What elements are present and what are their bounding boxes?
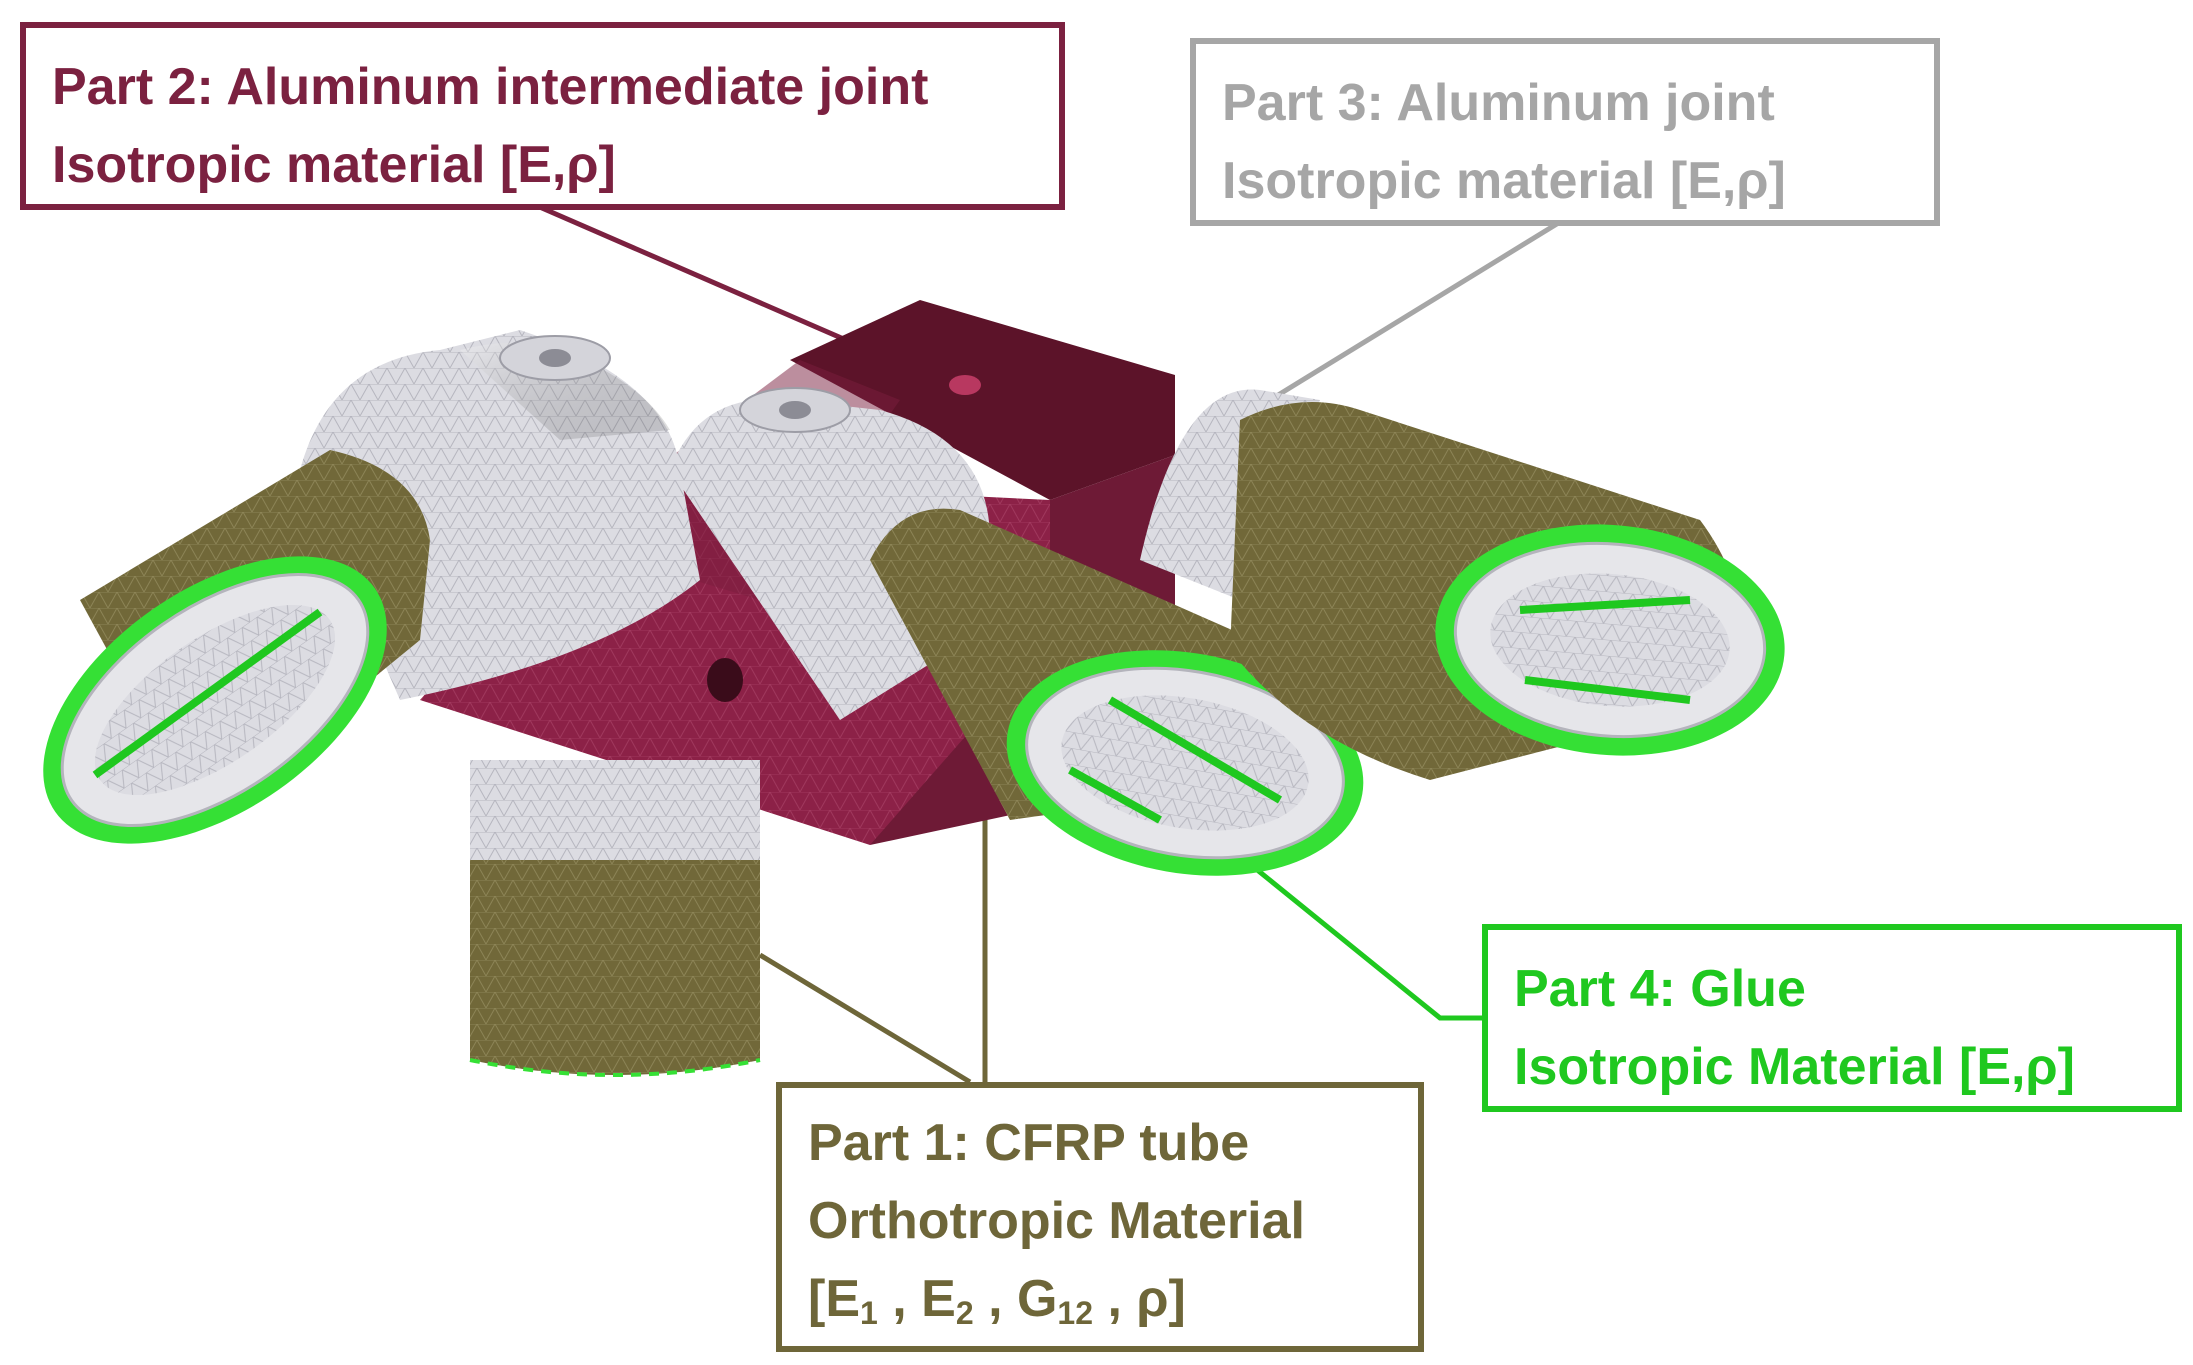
middle-tube	[670, 387, 1364, 876]
callout-part2: Part 2: Aluminum intermediate joint Isot…	[20, 22, 1065, 210]
callout-part4: Part 4: Glue Isotropic Material [E,ρ]	[1482, 924, 2182, 1112]
callout-part4-material: Isotropic Material [E,ρ]	[1514, 1038, 2075, 1096]
callout-part2-material: Isotropic material [E,ρ]	[52, 136, 616, 194]
callout-part3-material: Isotropic material [E,ρ]	[1222, 152, 1786, 210]
callout-part4-title: Part 4: Glue	[1514, 960, 1806, 1018]
leader-line-part4	[1243, 858, 1482, 1021]
callout-part1-material: Orthotropic Material	[808, 1192, 1305, 1250]
bottom-tube	[469, 760, 761, 1077]
left-tube	[43, 330, 700, 844]
callout-part1-title: Part 1: CFRP tube	[808, 1114, 1250, 1172]
bolt-hole	[779, 401, 811, 419]
callout-part3: Part 3: Aluminum joint Isotropic materia…	[1190, 38, 1940, 226]
leader-line-part2	[534, 202, 893, 363]
callout-part1: Part 1: CFRP tube Orthotropic Material […	[776, 1082, 1424, 1352]
right-tube	[1140, 389, 1785, 780]
leader-line-part1-b	[758, 952, 972, 1085]
leader-line-part3	[1268, 219, 1562, 403]
leader-lines	[534, 202, 1562, 1085]
bolt-hole	[539, 349, 571, 367]
bolt-hole	[707, 658, 743, 702]
callout-part2-title: Part 2: Aluminum intermediate joint	[52, 58, 929, 116]
bolt-hole	[949, 375, 981, 395]
callout-part1-properties: [E1 , E2 , G12 , ρ]	[808, 1270, 1186, 1331]
callout-part3-title: Part 3: Aluminum joint	[1222, 74, 1775, 132]
